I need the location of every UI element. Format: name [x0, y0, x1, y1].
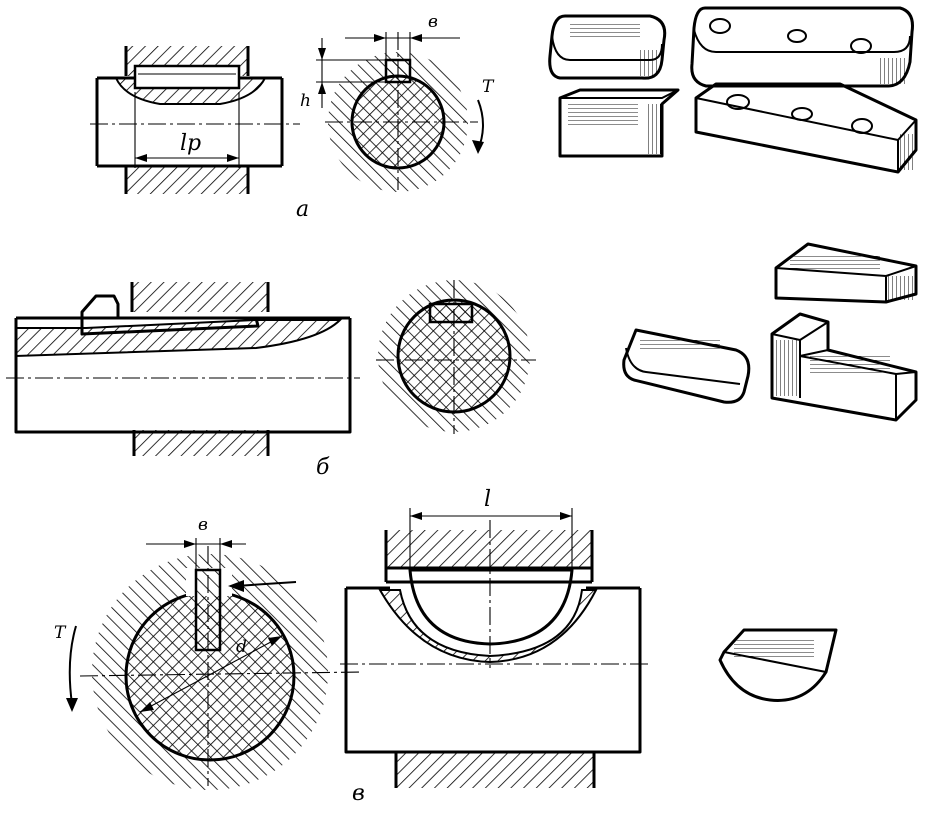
tapered-groove-hatched [15, 319, 343, 358]
caption-v: в [352, 781, 365, 806]
taper-key-rounded [622, 328, 751, 404]
dim-l-label: l [484, 487, 491, 512]
dim-lp-label: lр [180, 131, 201, 156]
dim-h-label: h [300, 91, 311, 111]
hub-bottom-block [126, 166, 248, 194]
panel-b-cross-section [376, 280, 536, 434]
woodruff-seat-hatched [378, 589, 598, 664]
prismatic-key-rounded-holes [690, 6, 914, 88]
prismatic-key-square [558, 88, 680, 158]
torque-a-label: T [482, 77, 495, 97]
gib-head-taper-key [770, 312, 918, 422]
hub-top-block [132, 282, 268, 312]
prismatic-key-rounded [548, 14, 667, 80]
panel-v-cross-section: в d T [54, 515, 361, 790]
gib-head-key [80, 294, 260, 336]
dim-b-label: в [428, 12, 438, 32]
hub-bottom-block [134, 430, 268, 456]
taper-key [774, 242, 918, 304]
dim-b-label: в [198, 515, 208, 535]
panel-a-longitudinal-section: lр [90, 46, 300, 194]
shaft-outline [344, 586, 642, 754]
woodruff-key-3d [718, 628, 838, 702]
key-section [428, 302, 474, 324]
caption-b: б [316, 455, 330, 480]
dim-d-label: d [236, 637, 247, 657]
hub-bottom-block [396, 752, 594, 788]
panel-b-longitudinal-section [6, 282, 360, 456]
caption-a: а [296, 197, 309, 222]
key-rect [133, 64, 241, 90]
hub-top-block [386, 530, 592, 568]
torque-v-label: T [54, 623, 67, 643]
prismatic-key-holes [694, 82, 918, 174]
panel-v-longitudinal-section: l [340, 487, 650, 788]
panel-a-cross-section: в h T [300, 12, 495, 192]
